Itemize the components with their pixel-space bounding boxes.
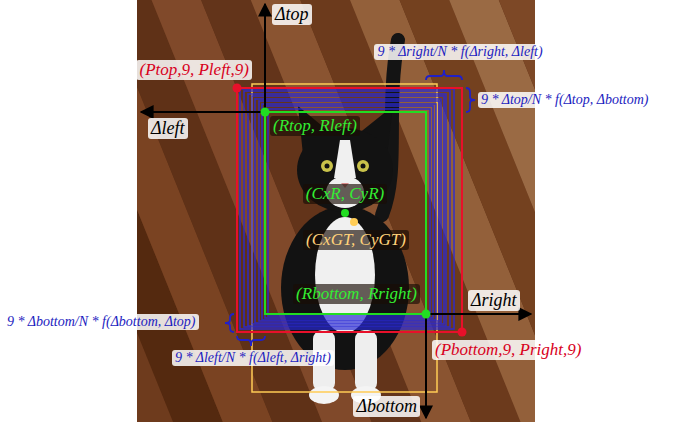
corner-label: (Pbottom,9, Pright,9)	[432, 340, 584, 360]
step-formula: 9 * Δbottom/N * f(Δbottom, Δtop)	[4, 314, 199, 330]
delta-label: Δleft	[148, 118, 188, 139]
delta-label: Δtop	[272, 4, 312, 25]
corner-label: (Rbottom, Rright)	[293, 284, 420, 304]
corner-label: (Rtop, Rleft)	[270, 116, 360, 136]
step-formula: 9 * Δtop/N * f(Δtop, Δbottom)	[478, 92, 652, 108]
cat-photo	[137, 0, 535, 422]
step-formula: 9 * Δleft/N * f(Δleft, Δright)	[172, 350, 334, 366]
ground-truth-box	[252, 84, 437, 392]
braces	[225, 70, 475, 346]
prediction-steps	[240, 89, 454, 329]
center-label: (CxR, CyR)	[303, 184, 387, 204]
final-prediction-box	[237, 88, 462, 332]
reference-box	[265, 112, 426, 314]
delta-label: Δright	[468, 290, 520, 311]
corner-label: (Ptop,9, Pleft,9)	[136, 60, 252, 80]
step-formula: 9 * Δright/N * f(Δright, Δleft)	[374, 44, 545, 60]
delta-label: Δbottom	[353, 396, 420, 417]
corner-points	[233, 84, 467, 337]
center-label: (CxGT, CyGT)	[303, 230, 409, 250]
